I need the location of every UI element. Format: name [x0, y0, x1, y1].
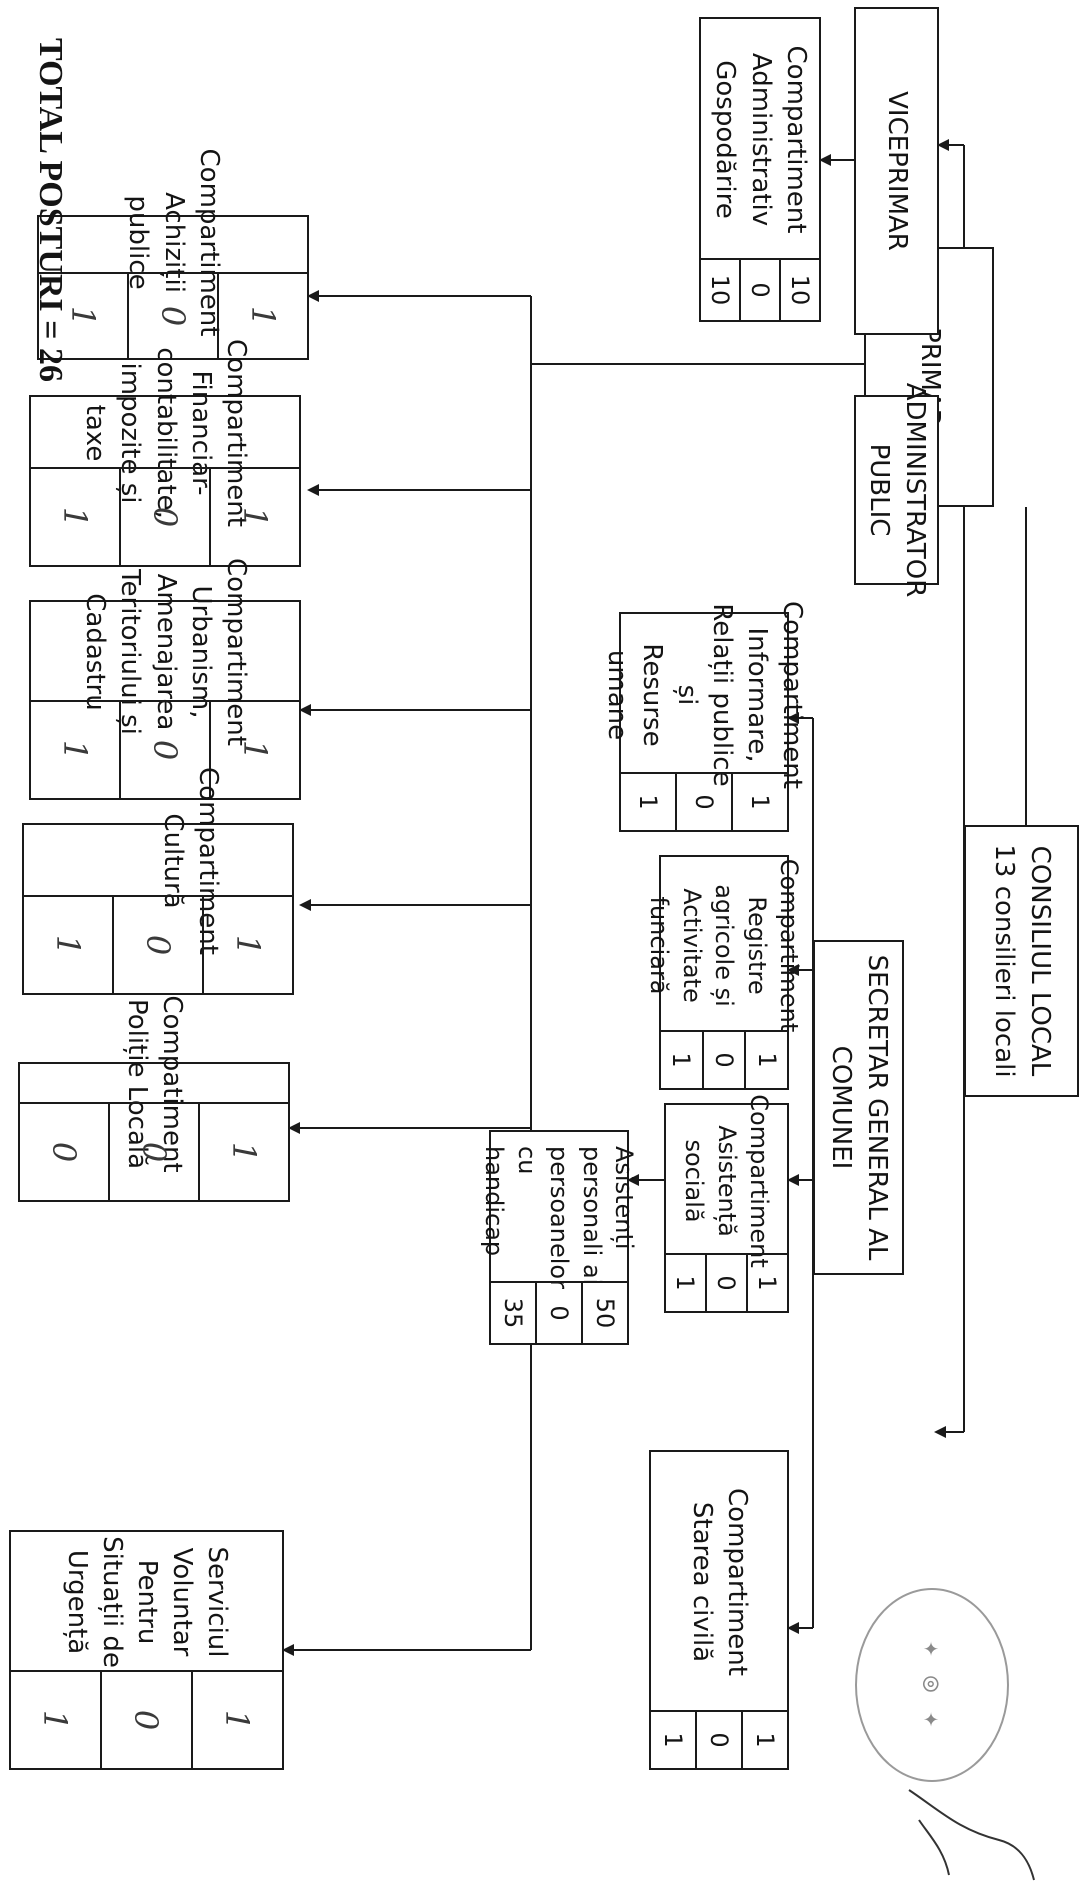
serviciul-voluntar-counts: 1 0 1 — [11, 1670, 282, 1768]
secretar-general-box: SECRETAR GENERAL AL COMUNEI — [813, 940, 904, 1275]
asistenta-sociala-label: Compartiment Asistență socială — [680, 1094, 774, 1268]
politie-locala-box: Compatiment Poliție Locală 1 0 0 — [18, 995, 290, 1202]
asistenti-personali-counts: 50 0 35 — [491, 1281, 627, 1343]
serviciul-voluntar-count-1: 1 — [191, 1672, 282, 1768]
registre-count-3: 1 — [667, 1052, 696, 1068]
informare-count-3: 1 — [634, 794, 662, 810]
asistenti-personali-count-3: 35 — [499, 1297, 527, 1329]
asistenta-sociala-count-1: 1 — [746, 1255, 787, 1311]
registre-label: Compartiment Registre agricole și Activi… — [645, 858, 803, 1033]
administrator-public-label: ADMINISTRATOR PUBLIC — [864, 382, 930, 598]
asistenti-personali-count-2: 0 — [535, 1283, 581, 1343]
cultura-counts: 1 0 1 — [24, 895, 292, 993]
viceprimar-box: VICEPRIMAR — [854, 7, 939, 335]
registre-count-1: 1 — [744, 1032, 787, 1088]
informare-box: Compartiment Informare, Relații publice … — [601, 601, 808, 832]
politie-locala-count-2: 0 — [108, 1104, 198, 1200]
financiar-box: Compartiment Financiar- contabilitate, i… — [29, 339, 301, 567]
secretar-general-label: SECRETAR GENERAL AL COMUNEI — [826, 954, 892, 1261]
consiliul-local-label: CONSILIUL LOCAL 13 consilieri locali — [989, 844, 1055, 1078]
financiar-count-1: 1 — [209, 469, 299, 565]
cultura-count-2: 0 — [112, 897, 202, 993]
registre-counts: 1 0 1 — [661, 1030, 787, 1088]
gospodarire-count-3: 10 — [706, 274, 734, 306]
politie-locala-label: Compatiment Poliție Locală — [122, 995, 188, 1173]
asistenta-sociala-count-3: 1 — [671, 1275, 700, 1291]
politie-locala-count-3: 0 — [45, 1141, 83, 1163]
serviciul-voluntar-count-3: 1 — [36, 1709, 75, 1731]
informare-counts: 1 0 1 — [621, 772, 787, 830]
financiar-count-2: 0 — [119, 469, 209, 565]
stare-civila-label: Compartiment Starea civilă — [687, 1488, 753, 1676]
total-posturi: TOTAL POSTURI = 26 — [32, 38, 69, 383]
asistenti-personali-count-1: 50 — [581, 1283, 627, 1343]
urbanism-count-3: 1 — [56, 739, 94, 761]
administrator-public-box: ADMINISTRATOR PUBLIC — [854, 382, 939, 598]
cultura-label: Compartiment Cultură — [158, 767, 224, 955]
urbanism-label: Compartiment Urbanism, Amenajarea Terito… — [80, 558, 251, 746]
cultura-count-3: 1 — [49, 934, 87, 956]
gospodarire-counts: 10 0 10 — [701, 258, 819, 320]
serviciul-voluntar-label: Serviciul Voluntar Pentru Situații de Ur… — [61, 1536, 233, 1668]
stare-civila-count-1: 1 — [741, 1712, 787, 1768]
stare-civila-counts: 1 0 1 — [651, 1710, 787, 1768]
stamp-seal-icon: ✦ ◎ ✦ — [917, 1640, 947, 1730]
asistenta-sociala-box: Compartiment Asistență socială 1 0 1 — [664, 1094, 789, 1313]
asistenti-personali-label: Asistenți personali ai persoanelor cu ha… — [480, 1146, 638, 1289]
asistenta-sociala-count-2: 0 — [705, 1255, 746, 1311]
informare-label: Compartiment Informare, Relații publice … — [601, 601, 808, 789]
gospodarire-box: Compartiment Administrativ Gospodărire 1… — [699, 17, 821, 322]
consiliul-local-box: CONSILIUL LOCAL 13 consilieri locali — [964, 825, 1079, 1097]
cultura-count-1: 1 — [202, 897, 292, 993]
asistenta-sociala-counts: 1 0 1 — [666, 1253, 787, 1311]
signature-icon — [908, 1789, 1035, 1881]
gospodarire-count-1: 10 — [779, 260, 819, 320]
stare-civila-count-3: 1 — [659, 1732, 687, 1748]
cultura-box: Compartiment Cultură 1 0 1 — [22, 767, 294, 995]
registre-count-2: 0 — [701, 1032, 745, 1088]
serviciul-voluntar-count-2: 0 — [100, 1672, 191, 1768]
informare-count-1: 1 — [731, 774, 787, 830]
politie-locala-counts: 1 0 0 — [20, 1102, 288, 1200]
stare-civila-count-2: 0 — [695, 1712, 741, 1768]
financiar-label: Compartiment Financiar- contabilitate, i… — [80, 339, 251, 527]
registre-box: Compartiment Registre agricole și Activi… — [645, 855, 803, 1090]
asistenti-personali-box: Asistenți personali ai persoanelor cu ha… — [480, 1130, 638, 1345]
official-stamp: ✦ ◎ ✦ — [855, 1588, 1009, 1782]
gospodarire-count-2: 0 — [739, 260, 779, 320]
viceprimar-label: VICEPRIMAR — [882, 91, 913, 251]
financiar-counts: 1 0 1 — [31, 467, 299, 565]
politie-locala-count-1: 1 — [198, 1104, 288, 1200]
informare-count-2: 0 — [675, 774, 731, 830]
financiar-count-3: 1 — [56, 506, 94, 528]
achizitii-label: Compartiment Achiziții publice — [123, 148, 224, 337]
serviciul-voluntar-box: Serviciul Voluntar Pentru Situații de Ur… — [9, 1530, 284, 1770]
stare-civila-box: Compartiment Starea civilă 1 0 1 — [649, 1450, 789, 1770]
gospodarire-label: Compartiment Administrativ Gospodărire — [710, 45, 811, 234]
